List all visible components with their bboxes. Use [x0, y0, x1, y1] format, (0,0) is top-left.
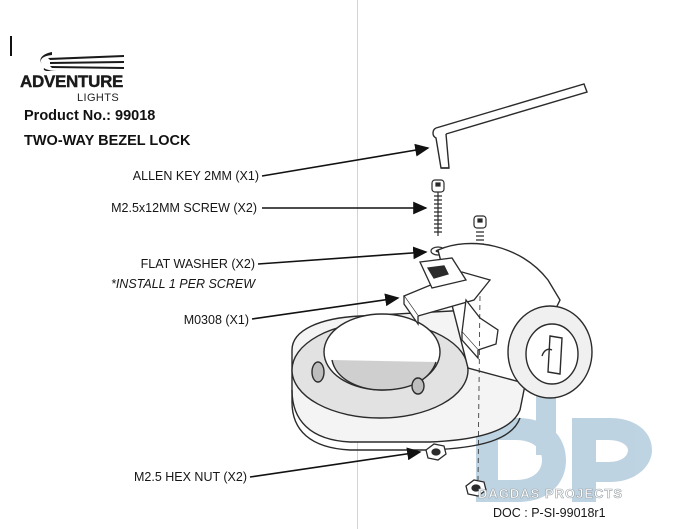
brand-name: ADVENTURE	[20, 72, 124, 91]
product-title: TWO-WAY BEZEL LOCK	[24, 133, 191, 149]
hex-nut-part-left	[425, 443, 447, 461]
screw-part-right	[473, 215, 487, 265]
label-flat-washer: FLAT WASHER (X2)	[140, 257, 255, 271]
brand-subtitle: LIGHTS	[77, 92, 120, 104]
swoosh-icon	[40, 52, 124, 71]
hex-nut-part-right	[465, 479, 487, 497]
leader-bracket	[251, 293, 400, 320]
page-fold-line	[357, 0, 358, 529]
brand-logo: ADVENTURE LIGHTS	[20, 50, 132, 106]
watermark-text: DAGDAS PROJECTS	[478, 486, 624, 502]
leader-allen-key	[261, 143, 430, 177]
label-hex-nut: M2.5 HEX NUT (X2)	[134, 470, 247, 484]
allen-key-part	[432, 83, 588, 169]
label-bracket: M0308 (X1)	[183, 313, 249, 327]
margin-mark	[10, 36, 12, 56]
label-screw: M2.5x12MM SCREW (X2)	[111, 201, 257, 215]
label-allen-key: ALLEN KEY 2MM (X1)	[132, 169, 259, 183]
label-washer-note: *INSTALL 1 PER SCREW	[110, 277, 255, 291]
product-number: Product No.: 99018	[24, 108, 156, 124]
leader-hex-nut	[249, 447, 422, 478]
document-code: DOC : P-SI-99018r1	[493, 506, 606, 520]
leader-washer	[257, 246, 428, 265]
assembly-axis-line	[477, 295, 481, 481]
screw-part-left	[431, 179, 445, 236]
